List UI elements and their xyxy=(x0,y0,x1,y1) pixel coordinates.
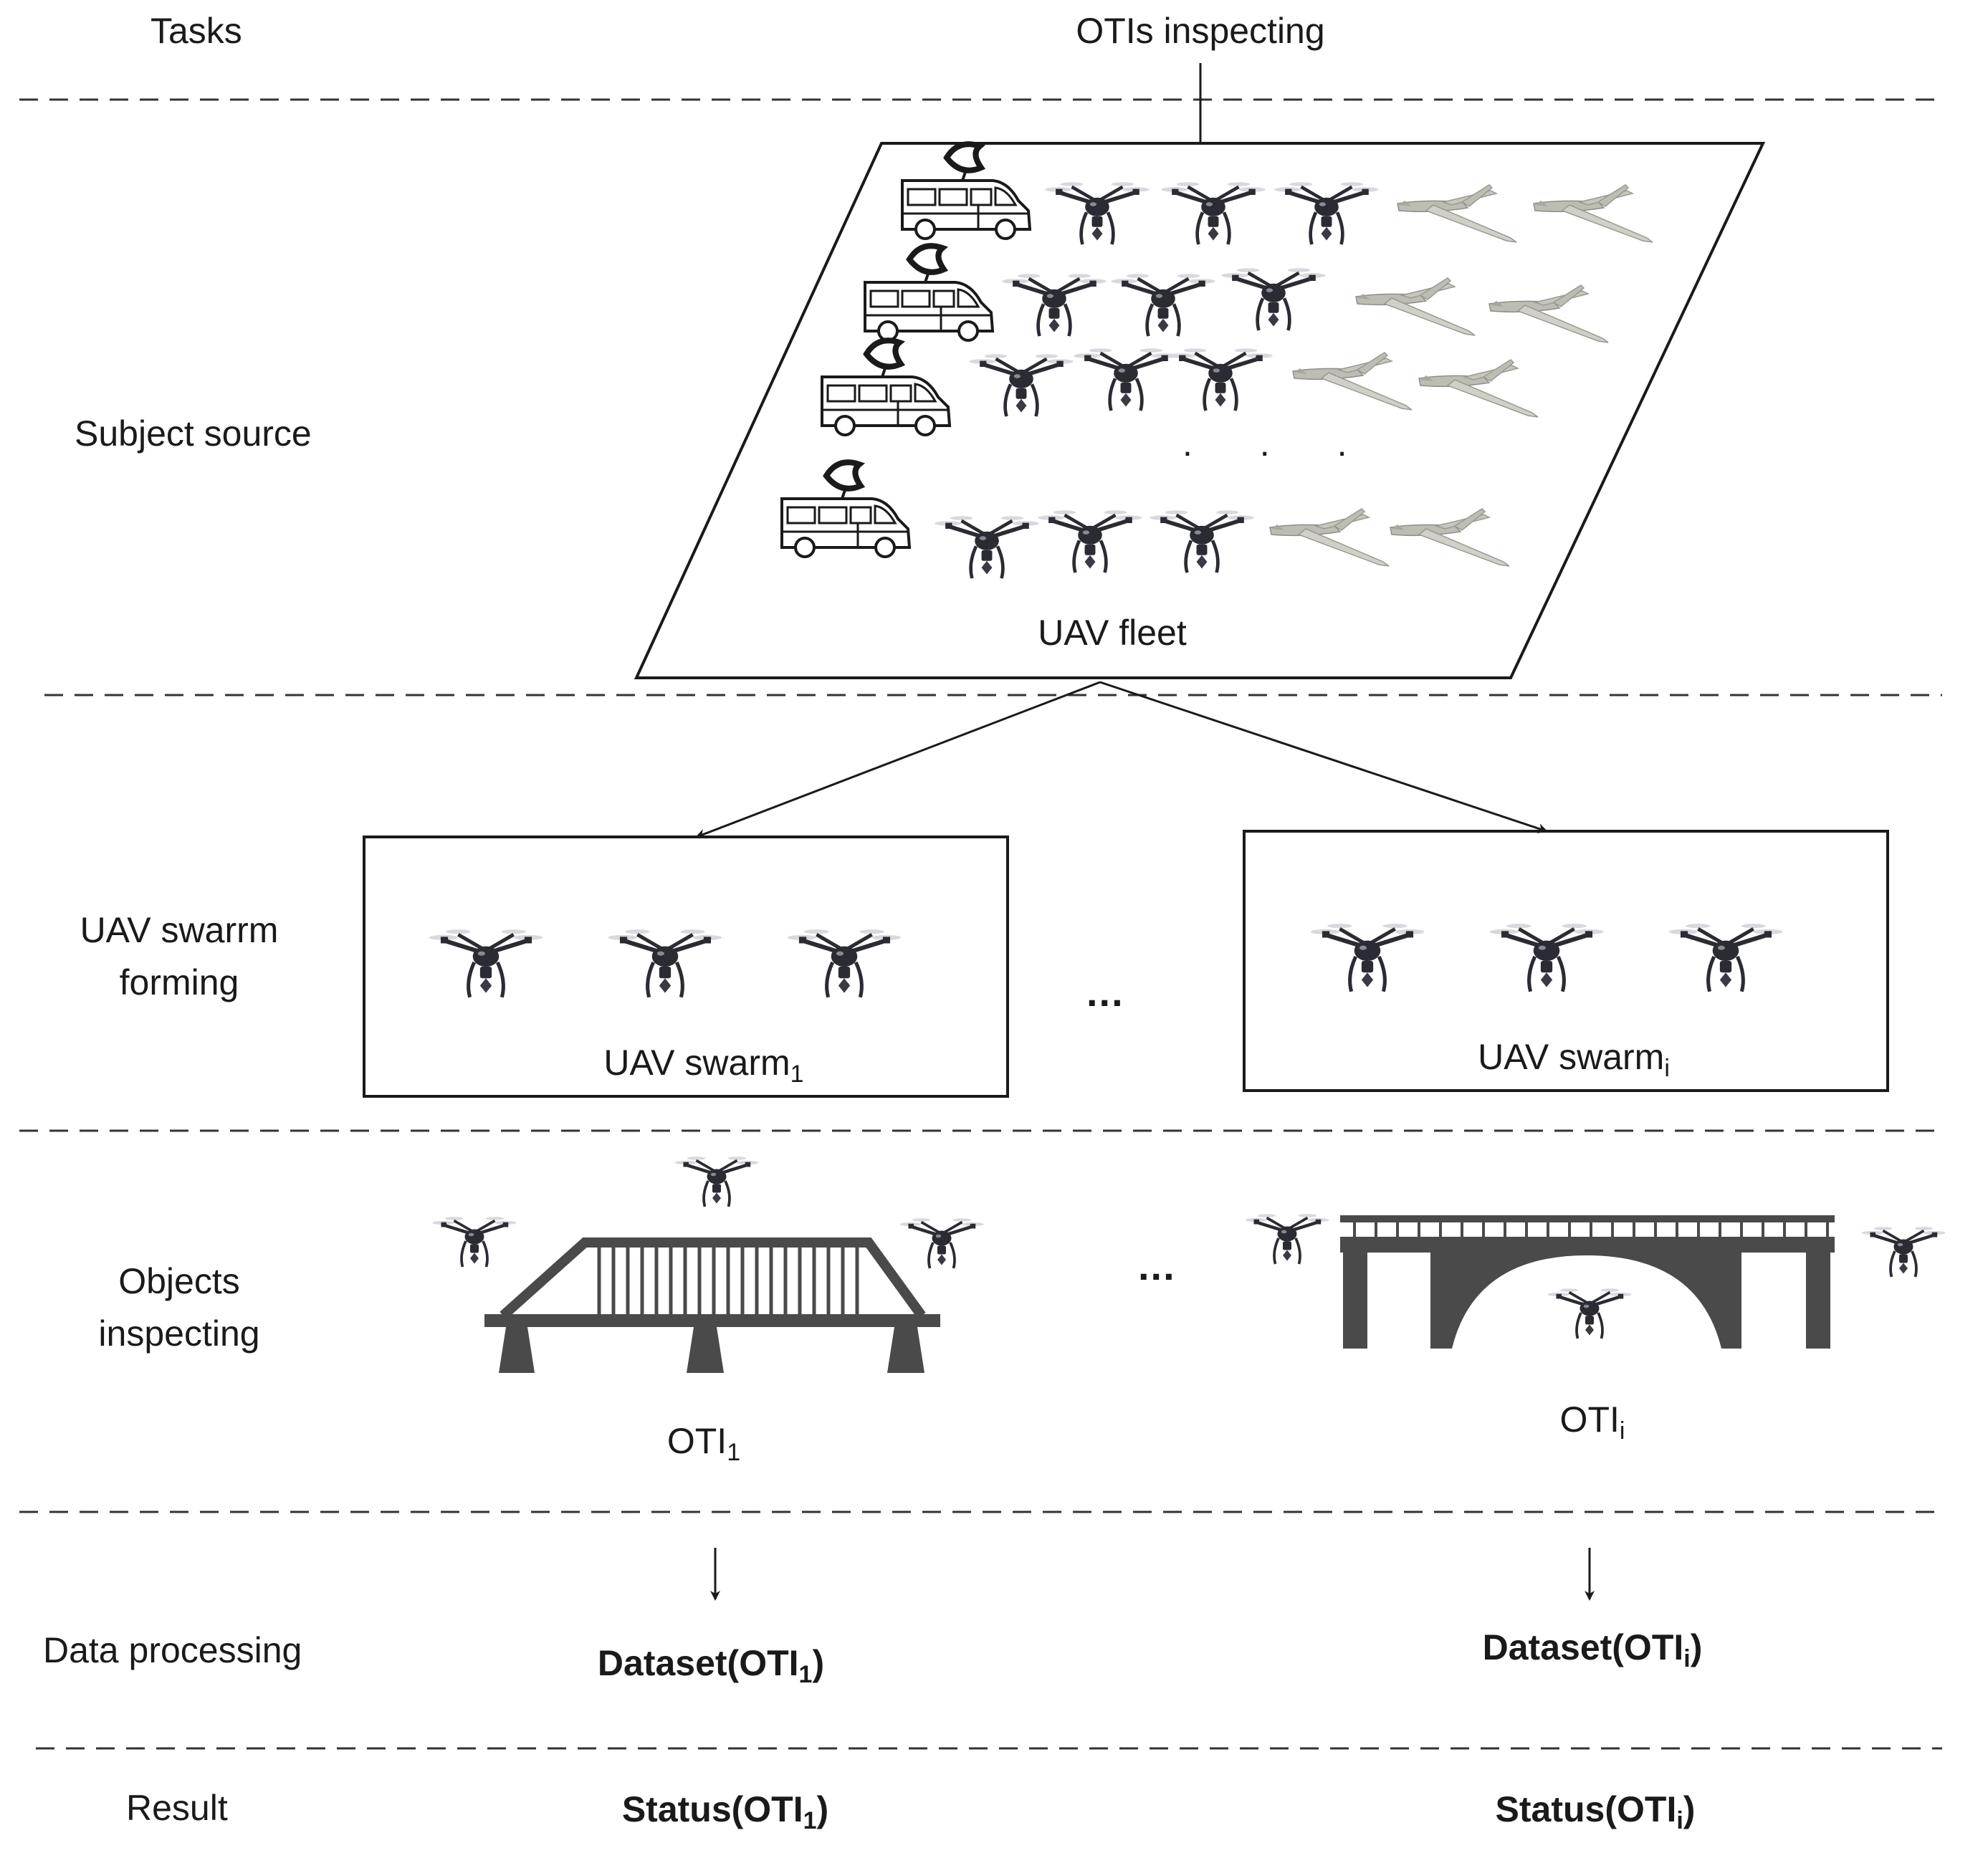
row-label-subject-source: Subject source xyxy=(75,413,312,454)
quadcopter-drone-icon xyxy=(1548,1288,1632,1339)
task-label-otis-inspecting: OTIs inspecting xyxy=(1076,11,1325,51)
row-label-swarm-forming: UAV swarrm forming xyxy=(43,904,315,1008)
swarm-1-drones xyxy=(429,929,902,997)
uav-swarm-1-box xyxy=(363,835,1009,1098)
quadcopter-drone-icon xyxy=(900,1218,984,1268)
quadcopter-drone-icon xyxy=(608,929,722,997)
quadcopter-drone-icon xyxy=(429,929,543,997)
arrow-to-swarm-i xyxy=(1099,681,1548,833)
quadcopter-drone-icon xyxy=(433,1217,517,1267)
row-separators xyxy=(19,98,1942,1750)
arch-bridge-icon xyxy=(1340,1215,1835,1349)
truss-bridge-icon xyxy=(484,1237,940,1373)
row-label-line: UAV swarrm xyxy=(80,910,279,950)
row-label-objects-inspecting: Objects inspecting xyxy=(43,1255,315,1359)
oti-i-label: OTIi xyxy=(1559,1399,1625,1445)
row-label-data-processing: Data processing xyxy=(43,1630,302,1670)
dataset-oti-i: Dataset(OTIi) xyxy=(1482,1627,1703,1672)
status-oti-1: Status(OTI1) xyxy=(621,1789,829,1834)
quadcopter-drone-icon xyxy=(675,1157,759,1207)
uav-swarm-i-box xyxy=(1243,830,1889,1092)
quadcopter-drone-icon xyxy=(1490,924,1604,992)
status-oti-i: Status(OTIi) xyxy=(1495,1789,1696,1834)
row-label-result: Result xyxy=(126,1788,228,1828)
swarm-ellipsis: ... xyxy=(1086,969,1124,1015)
quadcopter-drone-icon xyxy=(788,929,902,997)
fleet-more-indicator: . . . xyxy=(1182,423,1376,464)
oti-1-label: OTI1 xyxy=(666,1421,741,1466)
uav-swarm-i-label: UAV swarmi xyxy=(1478,1037,1670,1082)
oti-ellipsis: ... xyxy=(1138,1243,1176,1288)
uav-swarm-1-label: UAV swarm1 xyxy=(603,1043,804,1088)
row-label-line: inspecting xyxy=(98,1313,260,1354)
swarm-i-drones xyxy=(1311,924,1783,992)
uav-fleet-platform xyxy=(634,142,1766,679)
row-label-tasks: Tasks xyxy=(150,11,242,51)
row-label-line: Objects xyxy=(118,1261,240,1301)
quadcopter-drone-icon xyxy=(1862,1227,1946,1277)
quadcopter-drone-icon xyxy=(1311,924,1425,992)
quadcopter-drone-icon xyxy=(1669,924,1783,992)
row-label-line: forming xyxy=(119,962,239,1002)
quadcopter-drone-icon xyxy=(1246,1214,1329,1264)
uav-fleet-label: UAV fleet xyxy=(1038,613,1187,653)
arrow-to-swarm-1 xyxy=(695,681,1101,839)
dataset-oti-1: Dataset(OTI1) xyxy=(597,1643,825,1688)
